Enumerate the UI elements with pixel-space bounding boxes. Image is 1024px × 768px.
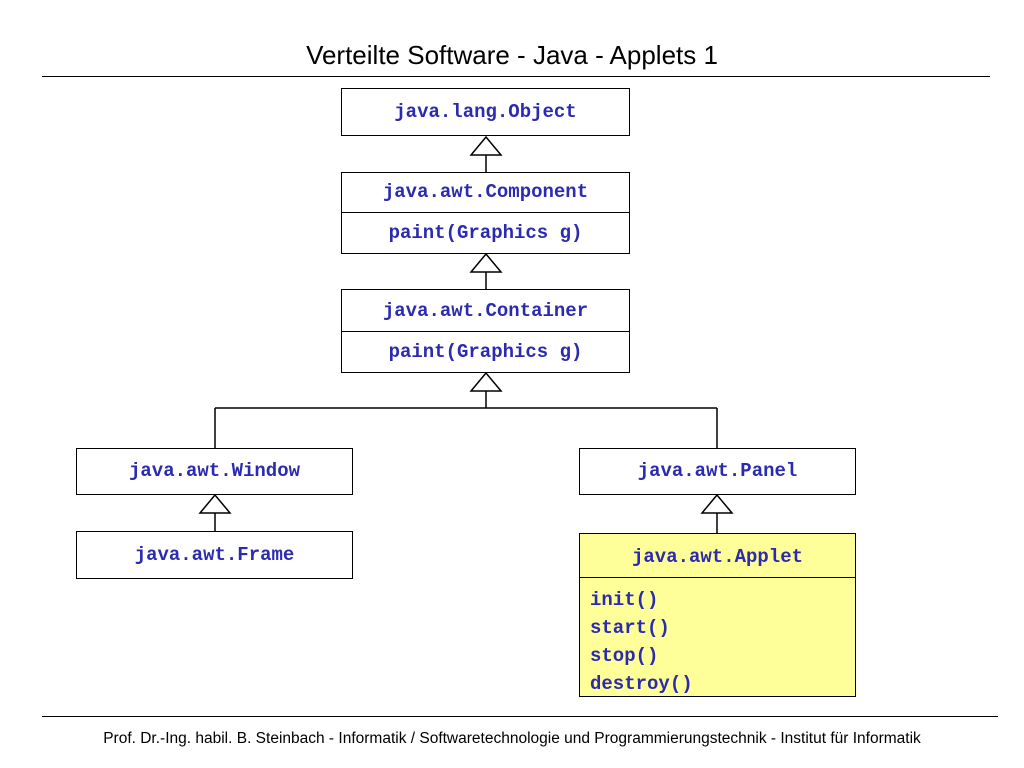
inheritance-arrow-icon [469, 252, 503, 273]
applet-methods: init() start() stop() destroy() [590, 586, 693, 698]
method-item: start() [590, 617, 670, 639]
slide-title: Verteilte Software - Java - Applets 1 [306, 40, 718, 70]
method-item: stop() [590, 645, 659, 667]
class-divider [342, 331, 629, 332]
class-divider [342, 212, 629, 213]
class-applet: java.awt.Applet init() start() stop() de… [579, 533, 856, 697]
class-method: paint(Graphics g) [388, 222, 583, 244]
class-name: java.awt.Container [382, 300, 589, 322]
inheritance-arrow-icon [198, 493, 232, 514]
class-name: java.awt.Applet [631, 546, 804, 568]
inheritance-arrow-icon [469, 371, 503, 392]
slide-footer: Prof. Dr.-Ing. habil. B. Steinbach - Inf… [103, 730, 921, 747]
class-container: java.awt.Container paint(Graphics g) [341, 289, 630, 373]
inheritance-arrow-icon [469, 135, 503, 156]
inheritance-arrow-icon [700, 493, 734, 514]
class-frame: java.awt.Frame [76, 531, 353, 579]
class-method: paint(Graphics g) [388, 341, 583, 363]
class-divider [580, 577, 855, 578]
class-object: java.lang.Object [341, 88, 630, 136]
method-item: destroy() [590, 673, 693, 695]
class-name: java.awt.Window [128, 460, 301, 482]
class-panel: java.awt.Panel [579, 448, 856, 495]
class-window: java.awt.Window [76, 448, 353, 495]
title-rule [42, 76, 990, 77]
class-component: java.awt.Component paint(Graphics g) [341, 172, 630, 254]
footer-rule [42, 716, 998, 717]
class-name: java.awt.Component [382, 181, 589, 203]
class-name: java.lang.Object [394, 101, 577, 123]
method-item: init() [590, 589, 659, 611]
class-name: java.awt.Panel [637, 460, 798, 482]
class-name: java.awt.Frame [134, 544, 295, 566]
